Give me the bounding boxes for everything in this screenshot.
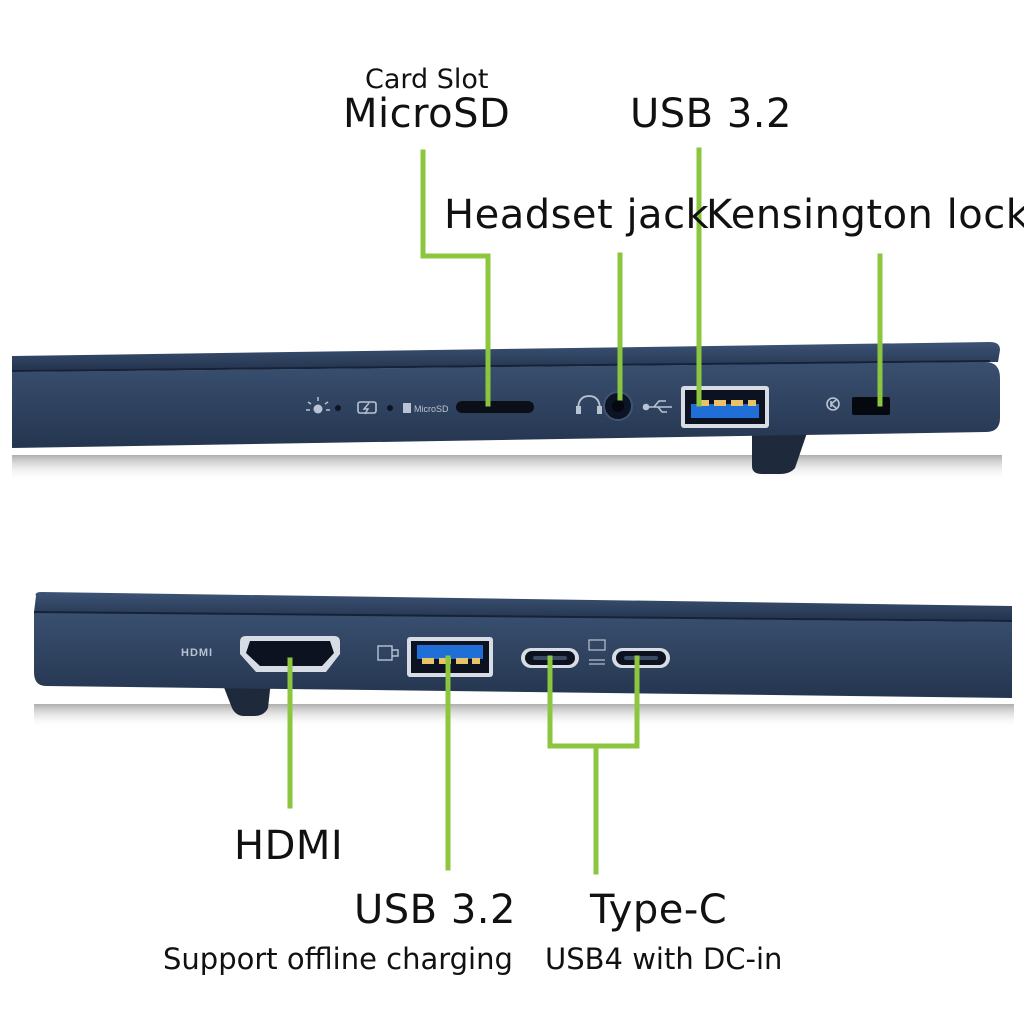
typec-label: Type-C — [590, 887, 728, 933]
battery-led — [387, 405, 393, 411]
kensington-lock-slot — [852, 397, 890, 415]
headset-icon — [576, 395, 602, 414]
light-indicator-icon — [306, 397, 330, 414]
headset-jack-label: Headset jack — [444, 192, 710, 238]
sd-card-icon — [403, 403, 411, 413]
usb-charge-icon — [377, 645, 399, 661]
top-laptop-shadow — [12, 455, 1002, 481]
power-led — [335, 405, 341, 411]
battery-indicator-icon — [357, 401, 377, 415]
callout-lines — [287, 147, 883, 875]
microsd-label: MicroSD — [343, 91, 511, 137]
top-laptop-lid — [12, 342, 1000, 372]
kensington-icon — [826, 397, 840, 411]
usb-symbol-icon — [642, 400, 672, 413]
typec-caption: USB4 with DC-in — [545, 942, 783, 976]
hdmi-label: HDMI — [234, 823, 344, 869]
kensington-lock-label: Kensington lock — [706, 192, 1024, 238]
card-slot-caption: Card Slot — [365, 64, 489, 95]
type-c-port-2 — [612, 648, 670, 668]
usb-bottom-caption: Support offline charging — [163, 942, 513, 976]
usb-top-label: USB 3.2 — [630, 91, 792, 137]
laptop-left-side: HDMI — [33, 592, 1014, 728]
laptop-right-side: MicroSD — [11, 342, 1002, 481]
usb4-icon — [588, 639, 606, 665]
bottom-laptop-shadow — [34, 704, 1014, 728]
hdmi-port — [240, 636, 340, 672]
microsd-slot — [456, 401, 534, 413]
microsd-callout-line — [420, 149, 491, 407]
hdmi-port-text: HDMI — [181, 647, 213, 659]
top-laptop-foot — [752, 430, 808, 474]
usb-a-port-top — [681, 386, 769, 428]
microsd-indicator-text: MicroSD — [414, 404, 449, 414]
usb-bottom-label: USB 3.2 — [354, 887, 516, 933]
